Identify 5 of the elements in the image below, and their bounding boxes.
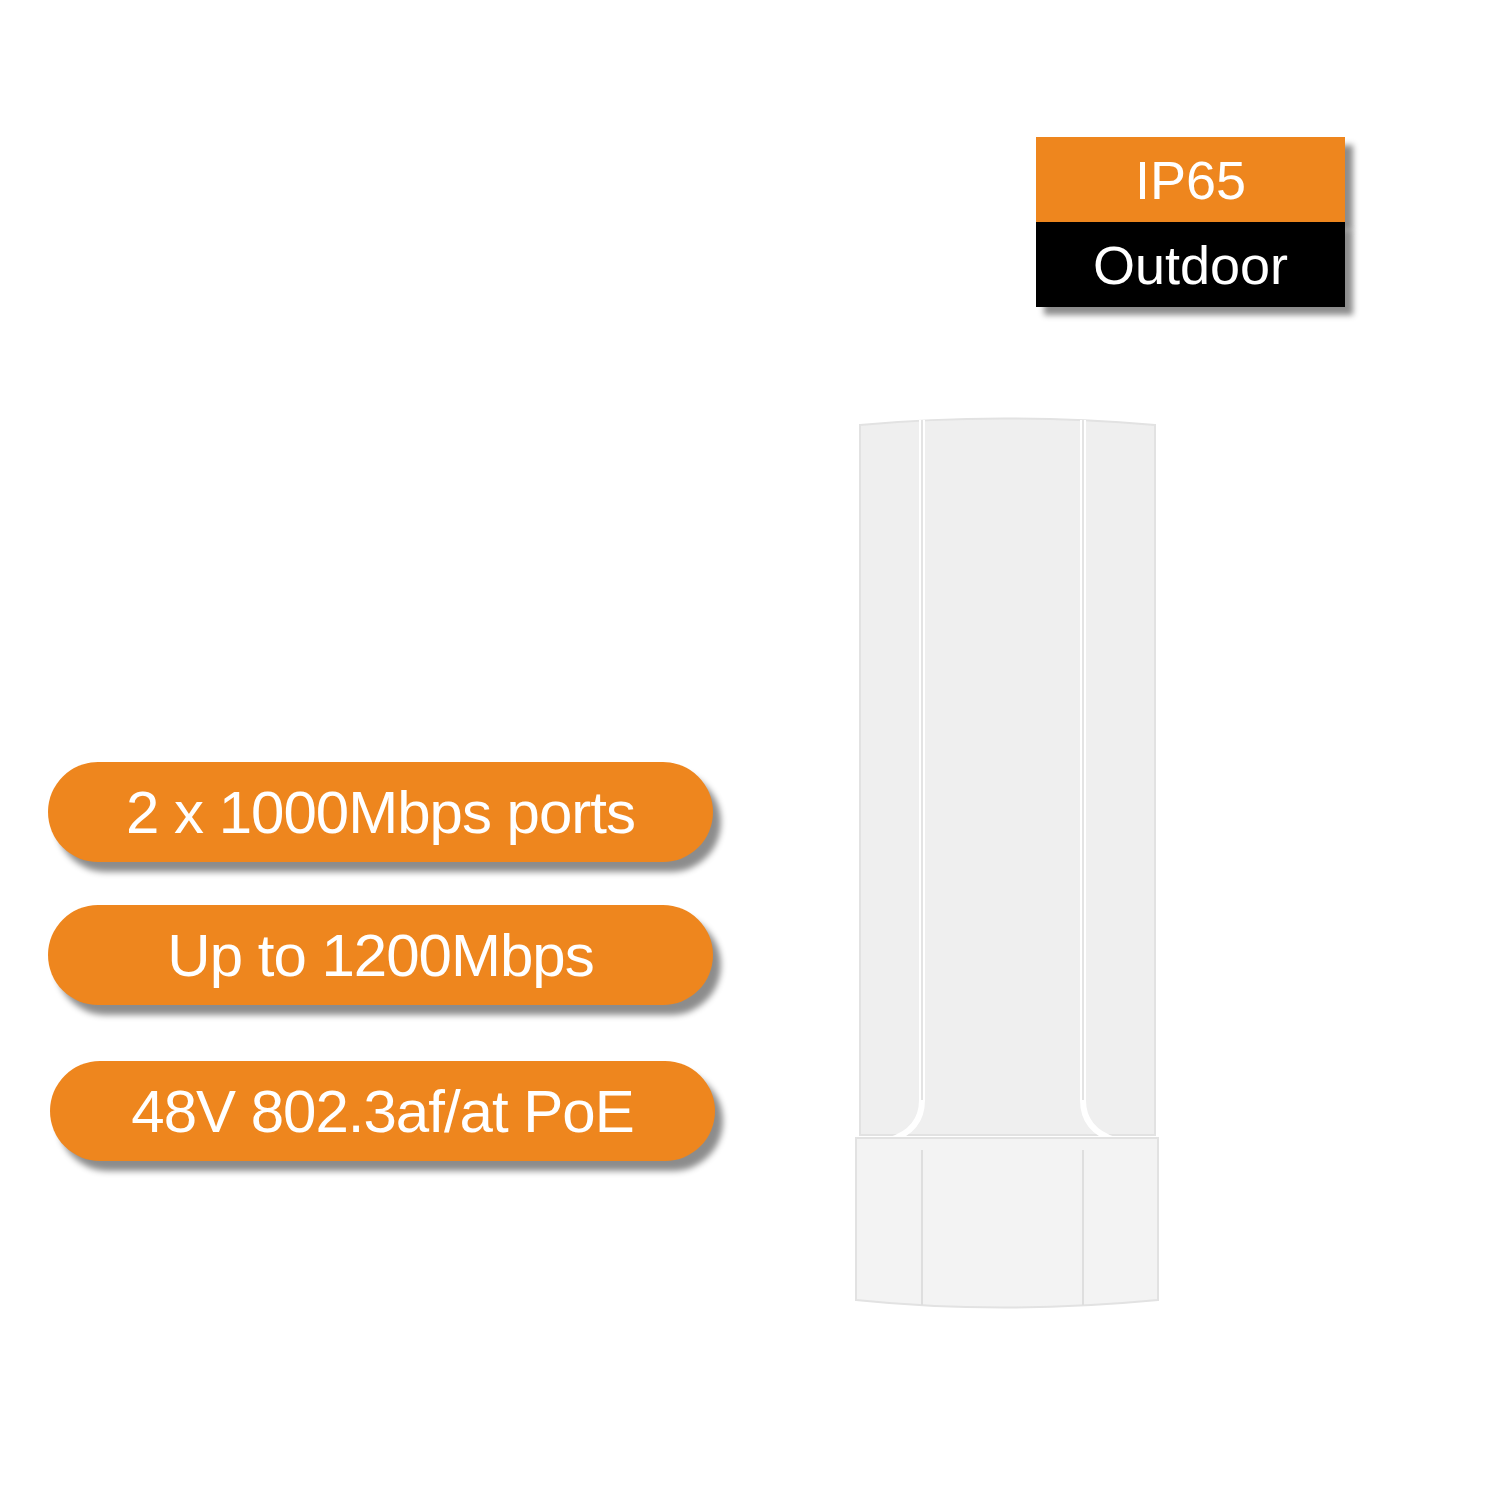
rating-badge: IP65 [1036, 137, 1345, 222]
feature-pill: 2 x 1000Mbps ports [48, 762, 713, 862]
feature-pill: Up to 1200Mbps [48, 905, 713, 1005]
environment-badge: Outdoor [1036, 222, 1345, 307]
feature-pill: 48V 802.3af/at PoE [50, 1061, 715, 1161]
